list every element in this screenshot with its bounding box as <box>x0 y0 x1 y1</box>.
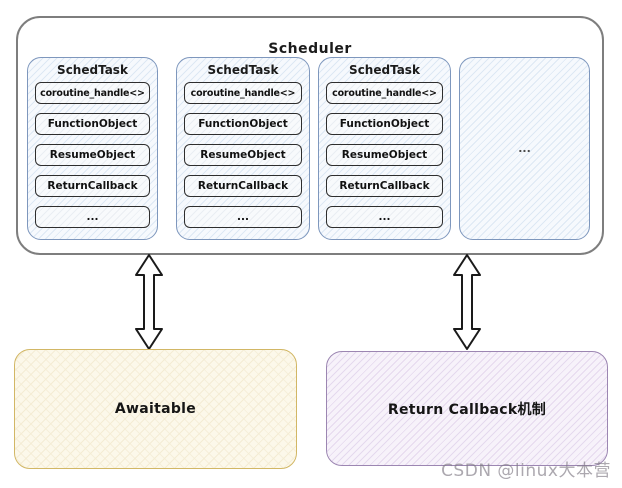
task-item-return-callback: ReturnCallback <box>35 175 150 197</box>
schedtask-title: SchedTask <box>57 63 128 77</box>
awaitable-label: Awaitable <box>114 401 197 417</box>
task-item-function-object: FunctionObject <box>326 113 443 135</box>
task-item-ellipsis: ... <box>35 206 150 228</box>
more-tasks-ellipsis: ... <box>518 142 531 155</box>
task-item-coroutine-handle: coroutine_handle<> <box>35 82 150 104</box>
task-item-function-object: FunctionObject <box>35 113 150 135</box>
double-arrow-icon <box>135 254 163 350</box>
task-item-function-object: FunctionObject <box>184 113 302 135</box>
task-item-return-callback: ReturnCallback <box>184 175 302 197</box>
task-item-resume-object: ResumeObject <box>35 144 150 166</box>
return-callback-label: Return Callback机制 <box>387 401 547 418</box>
more-tasks-box: ... <box>459 57 590 240</box>
task-item-resume-object: ResumeObject <box>184 144 302 166</box>
task-item-resume-object: ResumeObject <box>326 144 443 166</box>
return-callback-box: Return Callback机制 <box>326 351 608 466</box>
task-item-coroutine-handle: coroutine_handle<> <box>326 82 443 104</box>
scheduler-title: Scheduler <box>268 41 352 57</box>
task-item-ellipsis: ... <box>184 206 302 228</box>
task-item-coroutine-handle: coroutine_handle<> <box>184 82 302 104</box>
schedtask-card-3: SchedTask coroutine_handle<> FunctionObj… <box>318 57 451 240</box>
double-arrow-icon <box>453 254 481 350</box>
schedtask-title: SchedTask <box>207 63 279 77</box>
schedtask-title: SchedTask <box>349 63 420 77</box>
task-item-return-callback: ReturnCallback <box>326 175 443 197</box>
schedtask-card-2: SchedTask coroutine_handle<> FunctionObj… <box>176 57 310 240</box>
schedtask-card-1: SchedTask coroutine_handle<> FunctionObj… <box>27 57 158 240</box>
task-item-ellipsis: ... <box>326 206 443 228</box>
watermark: CSDN @linux大本营 <box>441 461 611 481</box>
awaitable-box: Awaitable <box>14 349 297 469</box>
